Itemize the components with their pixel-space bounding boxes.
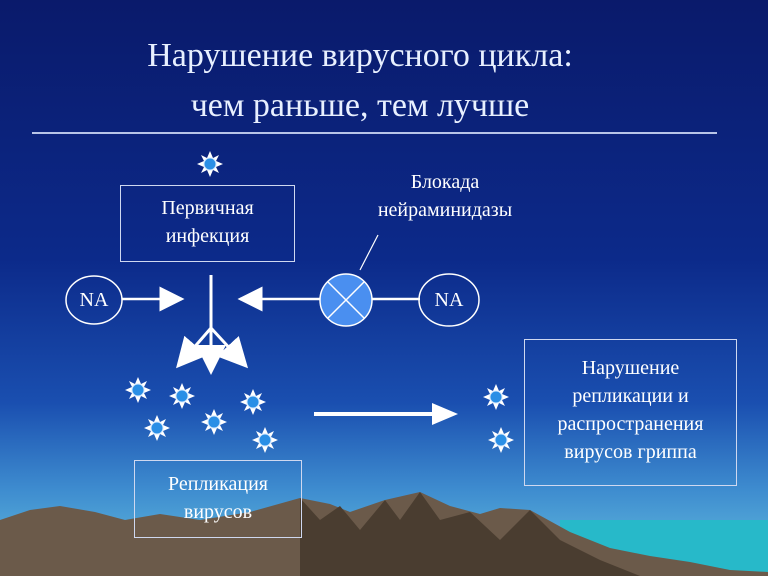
blockade-label-line-1: Блокада <box>410 171 480 193</box>
virus-icon <box>168 382 196 410</box>
na-left-label: NA <box>79 289 109 311</box>
virus-icon <box>200 408 228 436</box>
inhibitor-icon <box>319 273 373 327</box>
blockade-label-line-2: нейраминидазы <box>377 199 513 221</box>
disruption-line-4: вирусов гриппа <box>564 441 697 463</box>
title-divider <box>32 132 717 134</box>
virus-icon <box>482 383 510 411</box>
virus-icon <box>239 388 267 416</box>
primary-infection-line-1: Первичная <box>161 197 254 219</box>
virus-icon <box>487 426 515 454</box>
replication-line-1: Репликация <box>167 473 269 495</box>
mountain-shadow <box>300 492 640 576</box>
page-title-line-1: Нарушение вирусного цикла: <box>147 37 573 74</box>
disruption-box: Нарушение репликации и распространения в… <box>524 339 737 486</box>
page-title-line-2: чем раньше, тем лучше <box>190 87 530 124</box>
disruption-line-2: репликации и <box>572 385 689 407</box>
big-arrow-head <box>432 403 458 425</box>
fork-arrow-right <box>209 326 249 369</box>
replication-line-2: вирусов <box>183 501 253 523</box>
virus-icon <box>124 376 152 404</box>
blockade-label: Блокада нейраминидазы <box>350 168 540 224</box>
virus-icon <box>196 150 224 178</box>
disruption-line-1: Нарушение <box>581 357 680 379</box>
primary-infection-line-2: инфекция <box>165 225 250 247</box>
disruption-line-3: распространения <box>557 413 704 435</box>
replication-box: Репликация вирусов <box>134 460 302 538</box>
na-right-label: NA <box>434 289 464 311</box>
primary-infection-box: Первичная инфекция <box>120 185 295 262</box>
virus-icon <box>251 426 279 454</box>
fork-arrow-left <box>176 327 213 369</box>
virus-icon <box>143 414 171 442</box>
blockade-pointer <box>359 234 379 271</box>
